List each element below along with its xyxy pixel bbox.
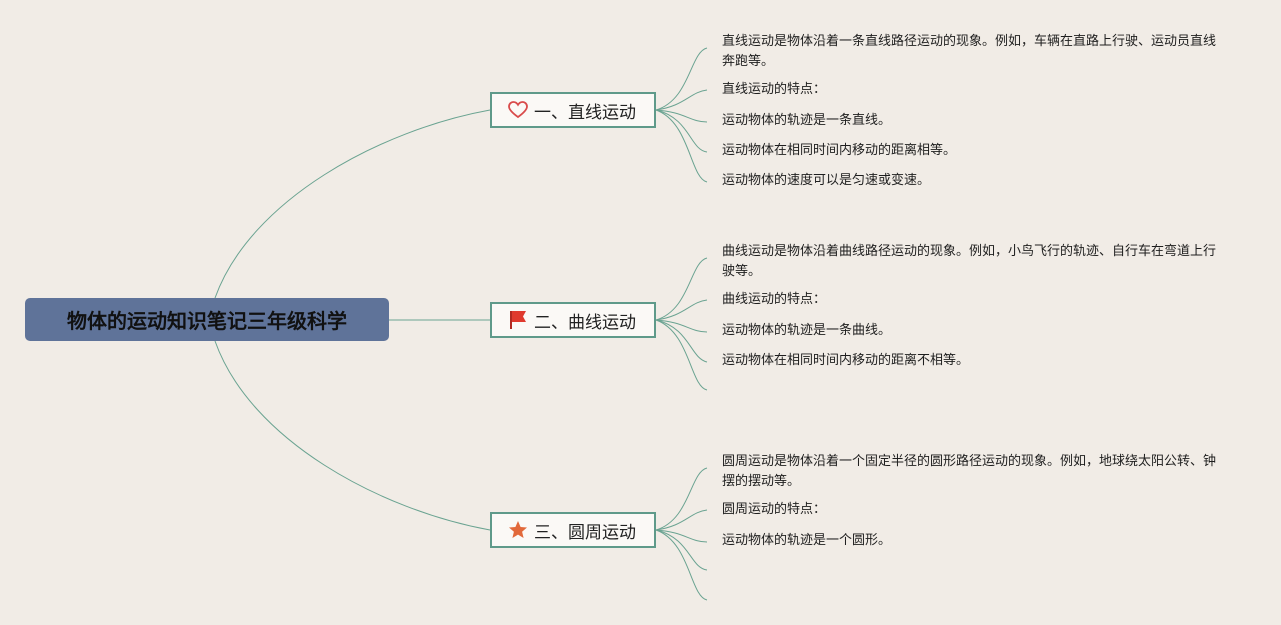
- connector-b2-leaf-2: [655, 299, 708, 321]
- leaf-topic[interactable]: 曲线运动的特点：: [722, 292, 827, 307]
- root-topic[interactable]: 物体的运动知识笔记三年级科学: [25, 298, 389, 341]
- star-icon: [508, 520, 528, 540]
- connector-b3-leaf-5: [655, 529, 708, 601]
- branch-topic-label: 二、曲线运动: [534, 312, 636, 333]
- branch-topic-label: 一、直线运动: [534, 102, 636, 123]
- connector-b1-leaf-2: [655, 89, 708, 111]
- leaf-topic[interactable]: 圆周运动是物体沿着一个固定半径的圆形路径运动的现象。例如，地球绕太阳公转、钟摆的…: [722, 454, 1217, 489]
- connector-b2-leaf-1: [655, 257, 708, 321]
- connector-b2-leaf-4: [655, 319, 708, 363]
- leaf-topic[interactable]: 直线运动是物体沿着一条直线路径运动的现象。例如，车辆在直路上行驶、运动员直线奔跑…: [722, 34, 1217, 69]
- branch-topic-label: 三、圆周运动: [534, 522, 636, 543]
- branch-topic-circular-motion[interactable]: 三、圆周运动: [490, 512, 656, 548]
- leaf-topic[interactable]: 运动物体的轨迹是一个圆形。: [722, 533, 892, 548]
- connector-b3-leaf-1: [655, 467, 708, 531]
- leaf-topic[interactable]: 运动物体的速度可以是匀速或变速。: [722, 173, 931, 188]
- connector-b1-leaf-4: [655, 109, 708, 153]
- connector-b2-leaf-5: [655, 319, 708, 391]
- connector-b1-leaf-1: [655, 47, 708, 111]
- leaf-topic[interactable]: 直线运动的特点：: [722, 82, 827, 97]
- leaf-topic[interactable]: 运动物体在相同时间内移动的距离不相等。: [722, 353, 970, 368]
- connector-b1-leaf-3: [655, 109, 708, 123]
- connector-root-branch-3: [214, 340, 491, 531]
- leaf-topic[interactable]: 运动物体的轨迹是一条曲线。: [722, 323, 892, 338]
- flag-icon: [508, 310, 528, 330]
- branch-topic-linear-motion[interactable]: 一、直线运动: [490, 92, 656, 128]
- connector-b3-leaf-4: [655, 529, 708, 571]
- leaf-topic[interactable]: 运动物体的轨迹是一条直线。: [722, 113, 892, 128]
- leaf-topic[interactable]: 运动物体在相同时间内移动的距离相等。: [722, 143, 957, 158]
- leaf-topic[interactable]: 曲线运动是物体沿着曲线路径运动的现象。例如，小鸟飞行的轨迹、自行车在弯道上行驶等…: [722, 244, 1217, 279]
- branch-topic-curvilinear-motion[interactable]: 二、曲线运动: [490, 302, 656, 338]
- connector-b3-leaf-2: [655, 509, 708, 531]
- connector-b2-leaf-3: [655, 319, 708, 333]
- leaf-topic[interactable]: 圆周运动的特点：: [722, 502, 827, 517]
- connector-root-branch-1: [214, 109, 491, 299]
- heart-icon: [508, 100, 528, 120]
- connector-b3-leaf-3: [655, 529, 708, 543]
- connector-b1-leaf-5: [655, 109, 708, 183]
- root-topic-label: 物体的运动知识笔记三年级科学: [67, 309, 347, 333]
